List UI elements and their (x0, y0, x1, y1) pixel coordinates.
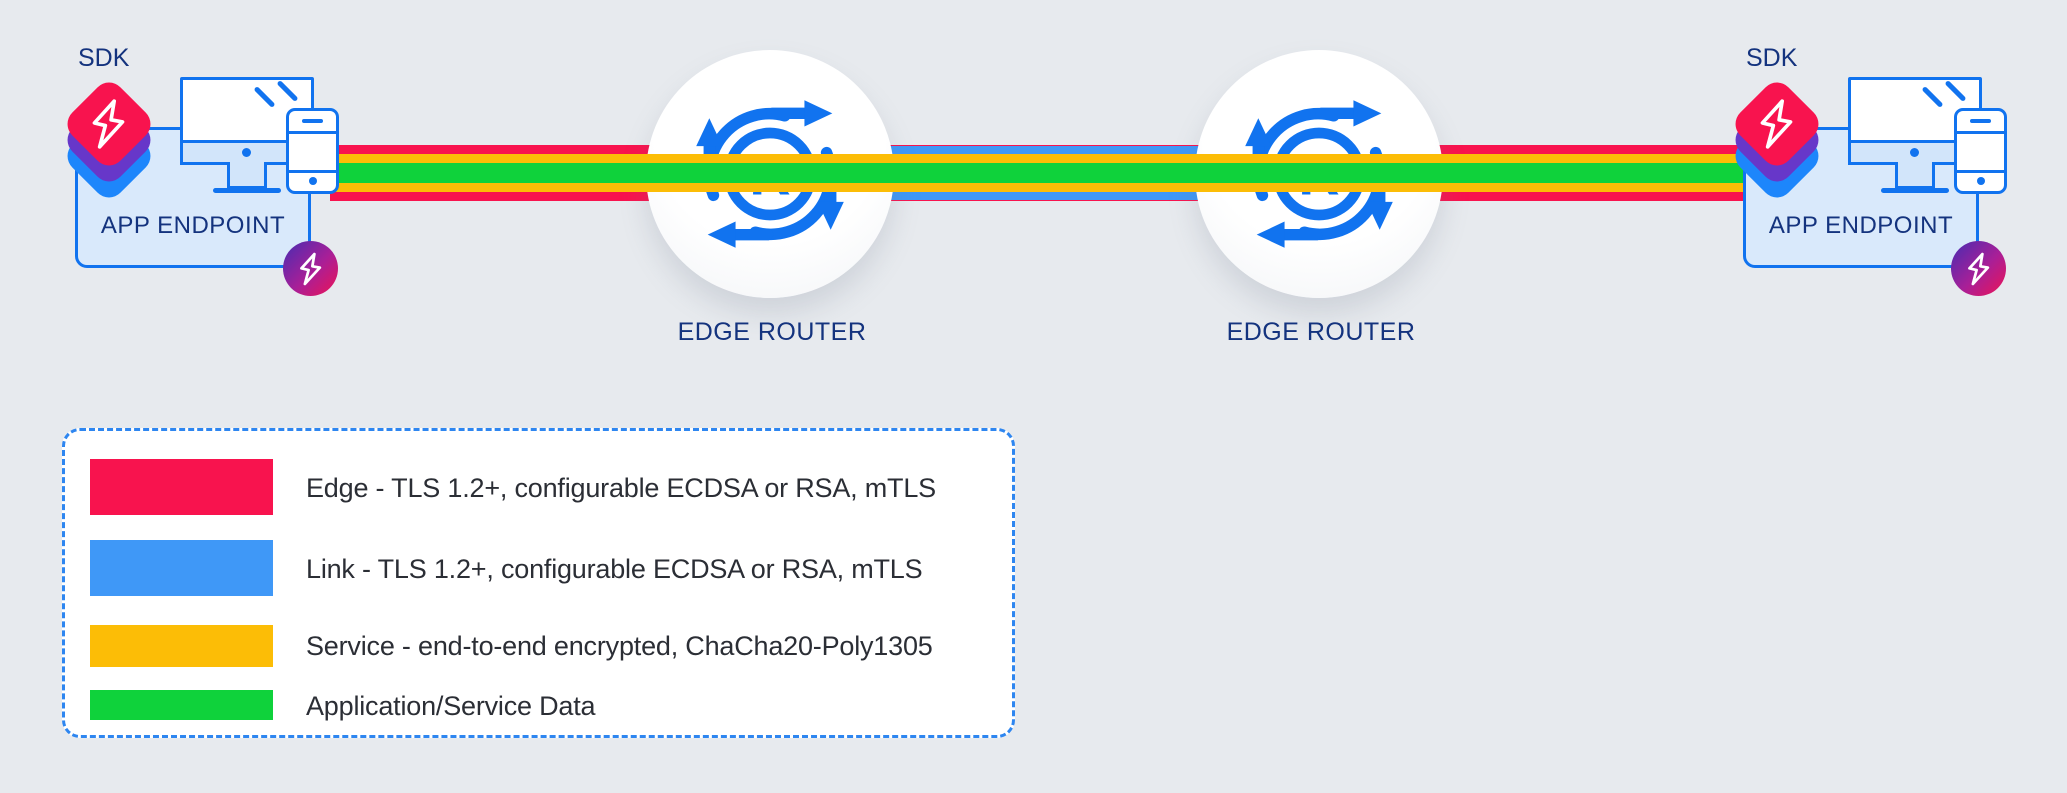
app-endpoint-left: SDK APP ENDPOINT (0, 0, 350, 310)
ziti-bolt-icon (299, 252, 321, 285)
phone-icon (286, 108, 339, 194)
legend-swatch-link (90, 540, 273, 596)
phone-home-dot (309, 177, 317, 185)
legend-label-edge: Edge - TLS 1.2+, configurable ECDSA or R… (306, 473, 936, 503)
monitor-dot (242, 148, 251, 157)
app-endpoint-label: APP ENDPOINT (1768, 212, 1954, 239)
sdk-label: SDK (1746, 44, 1798, 72)
service-stripe-top (330, 154, 1745, 163)
sdk-layers-icon (60, 75, 158, 173)
phone-bottom-bezel (1957, 170, 2004, 194)
legend-swatch-service (90, 625, 273, 667)
monitor-icon (1848, 77, 1982, 193)
monitor-dot (1910, 148, 1919, 157)
legend-label-service: Service - end-to-end encrypted, ChaCha20… (306, 631, 933, 661)
data-stripe (330, 163, 1745, 183)
monitor-stand (227, 162, 267, 189)
ziti-bolt-icon (1760, 99, 1793, 149)
phone-top-bezel (289, 111, 336, 134)
service-stripe-bottom (330, 183, 1745, 192)
link-stripe-bottom (770, 192, 1319, 200)
phone-icon (1954, 108, 2007, 194)
ziti-badge-icon (1951, 241, 2006, 296)
ziti-bolt-icon (92, 99, 125, 149)
edge-router-label-right: EDGE ROUTER (1226, 318, 1416, 346)
monitor-stand (1895, 162, 1935, 189)
app-endpoint-label: APP ENDPOINT (100, 212, 286, 239)
legend-label-link: Link - TLS 1.2+, configurable ECDSA or R… (306, 554, 923, 584)
legend-swatch-edge (90, 459, 273, 515)
encryption-legend: Edge - TLS 1.2+, configurable ECDSA or R… (62, 428, 1015, 738)
legend-label-data: Application/Service Data (306, 691, 596, 721)
phone-bottom-bezel (289, 170, 336, 194)
link-stripe-top (770, 146, 1319, 154)
phone-speaker (1970, 119, 1991, 123)
edge-router-label-left: EDGE ROUTER (677, 318, 867, 346)
app-endpoint-right: SDK APP ENDPOINT (1668, 0, 2018, 310)
ziti-bolt-icon (1967, 252, 1989, 285)
phone-top-bezel (1957, 111, 2004, 134)
monitor-base (1881, 188, 1949, 193)
monitor-base (213, 188, 281, 193)
phone-home-dot (1977, 177, 1985, 185)
phone-speaker (302, 119, 323, 123)
sdk-layers-icon (1728, 75, 1826, 173)
sdk-label: SDK (78, 44, 130, 72)
legend-swatch-data (90, 690, 273, 720)
ziti-badge-icon (283, 241, 338, 296)
